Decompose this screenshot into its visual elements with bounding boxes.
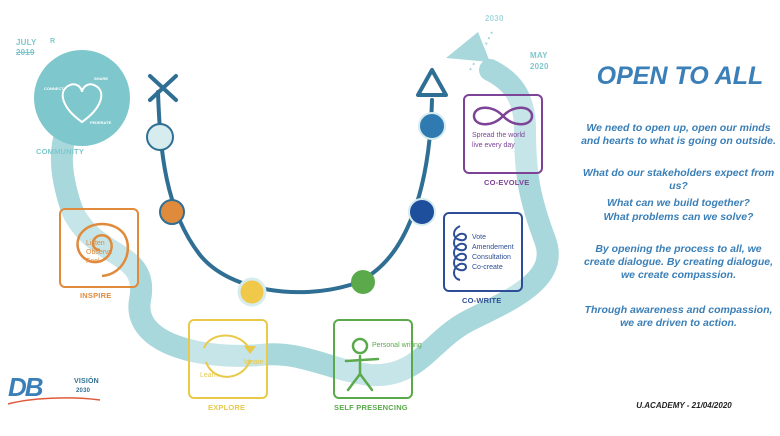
paragraph-build: What can we build together? xyxy=(607,197,750,209)
self-presencing-word: Personal writing xyxy=(372,342,422,349)
start-year: 2019 xyxy=(16,48,35,57)
inspire-word-listen: Listen xyxy=(86,240,105,247)
progress-arc xyxy=(156,90,434,295)
paragraph-open-minds: We need to open up, open our minds and h… xyxy=(581,122,776,147)
paragraph-action: Through awareness and compassion, we are… xyxy=(584,304,773,329)
end-year: 2020 xyxy=(530,62,549,71)
co-write-label: CO-WRITE xyxy=(462,296,502,305)
community-word-federate: FEDERATE xyxy=(90,120,112,125)
community-label: COMMUNITY xyxy=(36,147,85,156)
start-cross-icon xyxy=(148,74,178,102)
spiral-icon xyxy=(76,222,130,278)
start-mark: R xyxy=(50,38,56,45)
paragraph-stakeholders: What do our stakeholders expect from us? xyxy=(582,167,775,192)
co-evolve-label: CO-EVOLVE xyxy=(484,178,530,187)
community-word-share: SHARE xyxy=(94,76,109,81)
dotted-line-2030 xyxy=(469,31,493,71)
page-title: OPEN TO ALL xyxy=(596,62,764,90)
infinity-icon xyxy=(472,106,534,126)
co-evolve-box xyxy=(463,94,543,174)
inspire-word-observe: Observe xyxy=(86,249,113,256)
milestone-6 xyxy=(418,112,446,140)
self-presencing-label: SELF PRESENCING xyxy=(334,403,408,412)
co-write-word-cocreate: Co-create xyxy=(472,264,503,271)
person-icon xyxy=(344,337,380,392)
inspire-box xyxy=(59,208,139,288)
milestone-3 xyxy=(237,277,267,307)
logo-swoosh xyxy=(7,397,101,405)
logo-year: 2030 xyxy=(76,388,91,394)
milestone-2 xyxy=(159,199,185,225)
footer-note: U.ACADEMY - 21/04/2020 xyxy=(636,401,732,410)
logo-mark: DB xyxy=(8,372,44,402)
cycle-arrow-head-icon xyxy=(244,346,256,354)
heart-icon xyxy=(61,83,103,124)
explore-word-learn: Learn xyxy=(200,372,218,379)
road-arrow-icon xyxy=(446,32,490,62)
milestone-5 xyxy=(408,198,436,226)
future-year: 2030 xyxy=(485,14,504,23)
co-evolve-word-2: live every day xyxy=(472,142,515,149)
end-month: MAY xyxy=(530,51,548,60)
co-write-word-consultation: Consultation xyxy=(472,254,511,261)
co-write-box xyxy=(443,212,523,292)
start-month: JULY xyxy=(16,38,37,47)
community-word-connect: CONNECT xyxy=(44,86,64,91)
explore-label: EXPLORE xyxy=(208,403,246,412)
logo-name: VISIÓN xyxy=(74,378,99,385)
milestone-1 xyxy=(146,123,174,151)
co-write-word-amendement: Amendement xyxy=(472,244,514,251)
explore-word-ideate: Ideate xyxy=(244,359,264,366)
inspire-label: INSPIRE xyxy=(80,291,112,300)
explore-box xyxy=(188,319,268,399)
paragraph-dialogue: By opening the process to all, we create… xyxy=(583,243,774,281)
coil-icon xyxy=(453,225,467,281)
co-write-word-vote: Vote xyxy=(472,234,487,241)
end-triangle-icon xyxy=(416,68,448,97)
community-circle xyxy=(34,50,130,146)
paragraph-problems: What problems can we solve? xyxy=(603,211,754,223)
journey-path xyxy=(50,59,559,387)
milestone-4 xyxy=(351,270,375,294)
inspire-word-feel: Feel xyxy=(86,258,100,265)
cycle-arrows-icon xyxy=(203,334,251,378)
co-evolve-word-1: Spread the world xyxy=(472,132,525,139)
